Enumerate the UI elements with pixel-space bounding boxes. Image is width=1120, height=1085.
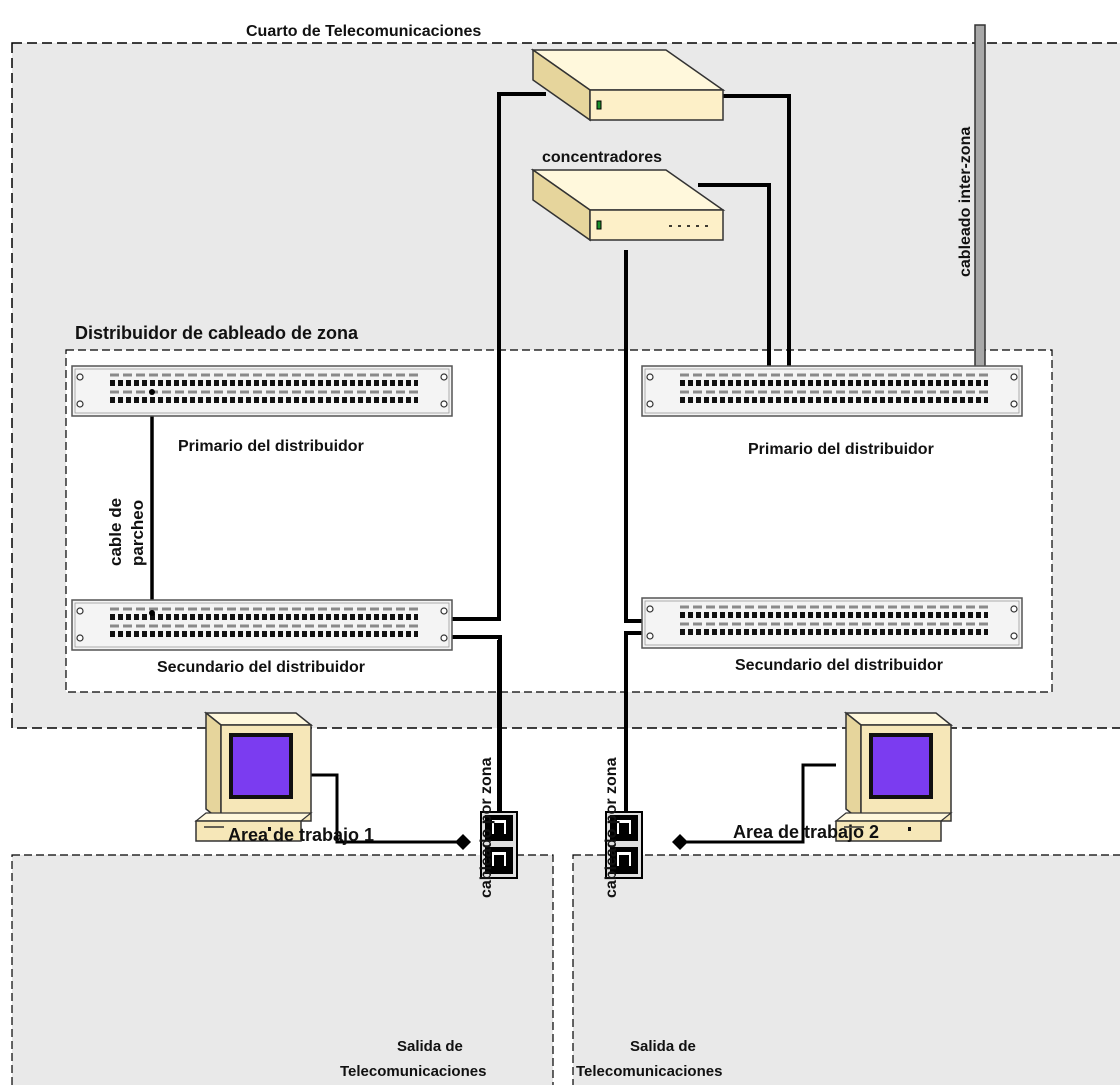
workstation-2-plug (672, 834, 688, 850)
outlet-drops (497, 790, 628, 812)
cabling-lines (150, 92, 836, 844)
inter-zone-cable-pipe (974, 24, 986, 369)
hub-2-to-right-secondary-cable (624, 250, 645, 623)
hub-2-to-right-primary-cable (698, 183, 771, 368)
workstation-1-plug (455, 834, 471, 850)
right-zone-cable-run (624, 631, 645, 800)
work-area-1-zone (11, 854, 554, 1085)
work-area-2-title: Area de trabajo 2 (733, 822, 879, 842)
outlet-2-label-line2: Telecomunicaciones (576, 1063, 722, 1080)
patch-cable-top-end (149, 389, 155, 395)
hub-1-to-left-secondary-cable (452, 92, 546, 621)
outlet-1-label-line2: Telecomunicaciones (340, 1063, 486, 1080)
right-primary-label: Primario del distribuidor (748, 441, 934, 458)
workstation-2-cable (683, 763, 836, 844)
hub-device-2 (532, 169, 724, 241)
right-zone-cabling-label: cableado por zona (603, 757, 620, 898)
patch-cable-label-line1: cable de (106, 498, 125, 566)
left-primary-patch-panel (72, 366, 452, 416)
left-secondary-patch-panel (72, 600, 452, 650)
right-secondary-patch-panel (642, 598, 1022, 648)
left-primary-label: Primario del distribuidor (178, 438, 364, 455)
patch-cable-label-line2: parcheo (128, 500, 147, 566)
workstation-1-computer (195, 712, 312, 842)
inter-zone-label: cableado inter-zona (957, 127, 974, 277)
outlet-2-label-line1: Salida de (630, 1038, 696, 1055)
patch-cable-bottom-end (149, 610, 155, 616)
work-area-1-title: Area de trabajo 1 (228, 825, 374, 845)
work-area-2-zone (572, 854, 1120, 1085)
workstation-1-cable (300, 773, 457, 844)
right-secondary-label: Secundario del distribuidor (735, 657, 943, 674)
outlet-1-label-line1: Salida de (397, 1038, 463, 1055)
right-primary-patch-panel (642, 366, 1022, 416)
zone-distributor-title: Distribuidor de cableado de zona (75, 323, 359, 343)
left-zone-cabling-label: cableado por zona (478, 757, 495, 898)
hub-1-to-right-primary-cable (722, 94, 791, 368)
telecom-room-title: Cuarto de Telecomunicaciones (246, 23, 481, 40)
left-secondary-label: Secundario del distribuidor (157, 659, 365, 676)
hubs-label: concentradores (542, 149, 662, 166)
